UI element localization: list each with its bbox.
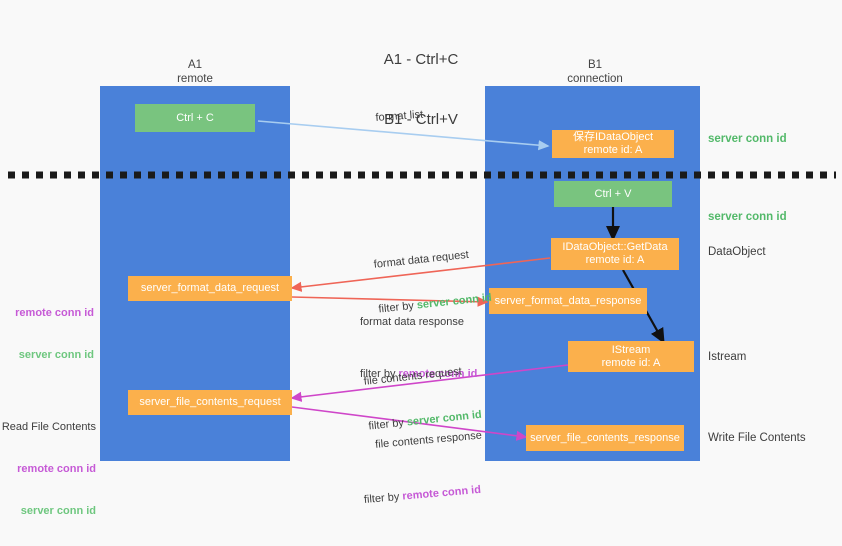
box-ctrl-c[interactable]: Ctrl + C xyxy=(135,104,255,132)
annotation-file-contents-response: file contents response filter by remote … xyxy=(363,399,490,537)
annotation-format-data-response-filter-value: remote conn id xyxy=(398,368,478,380)
box-server-format-data-response-label: server_format_data_response xyxy=(494,294,642,307)
annotation-file-contents-response-filter-prefix: filter by xyxy=(363,490,403,507)
left-label-conn-ids-file: Read File Contents remote conn id server… xyxy=(0,392,96,546)
left-label-remote-conn-id-2: remote conn id xyxy=(17,463,96,475)
title-line-1: A1 - Ctrl+C xyxy=(383,51,459,68)
annotation-file-contents-response-title: file contents response xyxy=(374,429,483,451)
box-istream[interactable]: IStream remote id: A xyxy=(568,341,694,372)
box-server-file-contents-response-label: server_file_contents_response xyxy=(530,431,680,444)
left-label-remote-conn-id-1: remote conn id xyxy=(15,307,94,319)
box-istream-label: IStream remote id: A xyxy=(601,343,661,369)
column-header-a1: A1 remote xyxy=(115,58,275,86)
annotation-format-data-response: format data response filter by remote co… xyxy=(360,285,477,412)
right-label-server-conn-id-2: server conn id xyxy=(708,211,787,223)
box-server-format-data-request-label: server_format_data_request xyxy=(140,282,280,294)
annotation-file-contents-response-filter: filter by remote conn id xyxy=(363,482,487,508)
box-server-format-data-response[interactable]: server_format_data_response xyxy=(489,288,647,314)
diagram-canvas: A1 - Ctrl+C B1 - Ctrl+V A1 remote B1 con… xyxy=(0,51,836,517)
box-server-file-contents-request[interactable]: server_file_contents_request xyxy=(128,390,292,415)
column-a1-name: A1 xyxy=(187,59,203,71)
box-server-file-contents-response[interactable]: server_file_contents_response xyxy=(526,425,684,451)
box-idataobject-getdata-label: IDataObject::GetData remote id: A xyxy=(562,241,668,266)
annotation-file-contents-response-filter-value: remote conn id xyxy=(401,483,482,503)
column-header-b1: B1 connection xyxy=(515,58,675,86)
column-b1-sub: connection xyxy=(567,73,623,85)
annotation-format-data-response-filter: filter by remote conn id xyxy=(360,367,477,382)
right-label-write-file-contents: Write File Contents xyxy=(708,432,806,444)
box-ctrl-v[interactable]: Ctrl + V xyxy=(554,181,672,207)
left-label-read-file-contents: Read File Contents xyxy=(1,421,96,433)
box-ctrl-c-label: Ctrl + C xyxy=(176,111,214,124)
right-label-dataobject: DataObject xyxy=(708,246,766,258)
left-label-server-conn-id-2: server conn id xyxy=(20,505,96,517)
annotation-format-data-response-filter-prefix: filter by xyxy=(360,368,399,380)
box-ctrl-v-label: Ctrl + V xyxy=(594,187,632,200)
box-server-file-contents-request-label: server_file_contents_request xyxy=(139,396,281,408)
box-idataobject-getdata[interactable]: IDataObject::GetData remote id: A xyxy=(551,238,679,270)
left-label-conn-ids-format: remote conn id server conn id xyxy=(0,278,94,390)
column-b1-name: B1 xyxy=(587,59,603,71)
right-label-istream: Istream xyxy=(708,351,747,363)
annotation-format-data-response-title: format data response xyxy=(360,316,464,328)
left-label-server-conn-id-1: server conn id xyxy=(18,349,94,361)
annotation-file-contents-request-title: file contents request xyxy=(363,365,463,388)
box-idataobject[interactable]: 保存IDataObject remote id: A xyxy=(552,130,674,158)
annotation-format-data-request-title: format data request xyxy=(373,248,470,271)
column-a1-sub: remote xyxy=(177,73,213,85)
right-label-server-conn-id-1: server conn id xyxy=(708,133,787,145)
box-server-format-data-request[interactable]: server_format_data_request xyxy=(128,276,292,301)
box-idataobject-label: 保存IDataObject remote id: A xyxy=(572,131,654,156)
